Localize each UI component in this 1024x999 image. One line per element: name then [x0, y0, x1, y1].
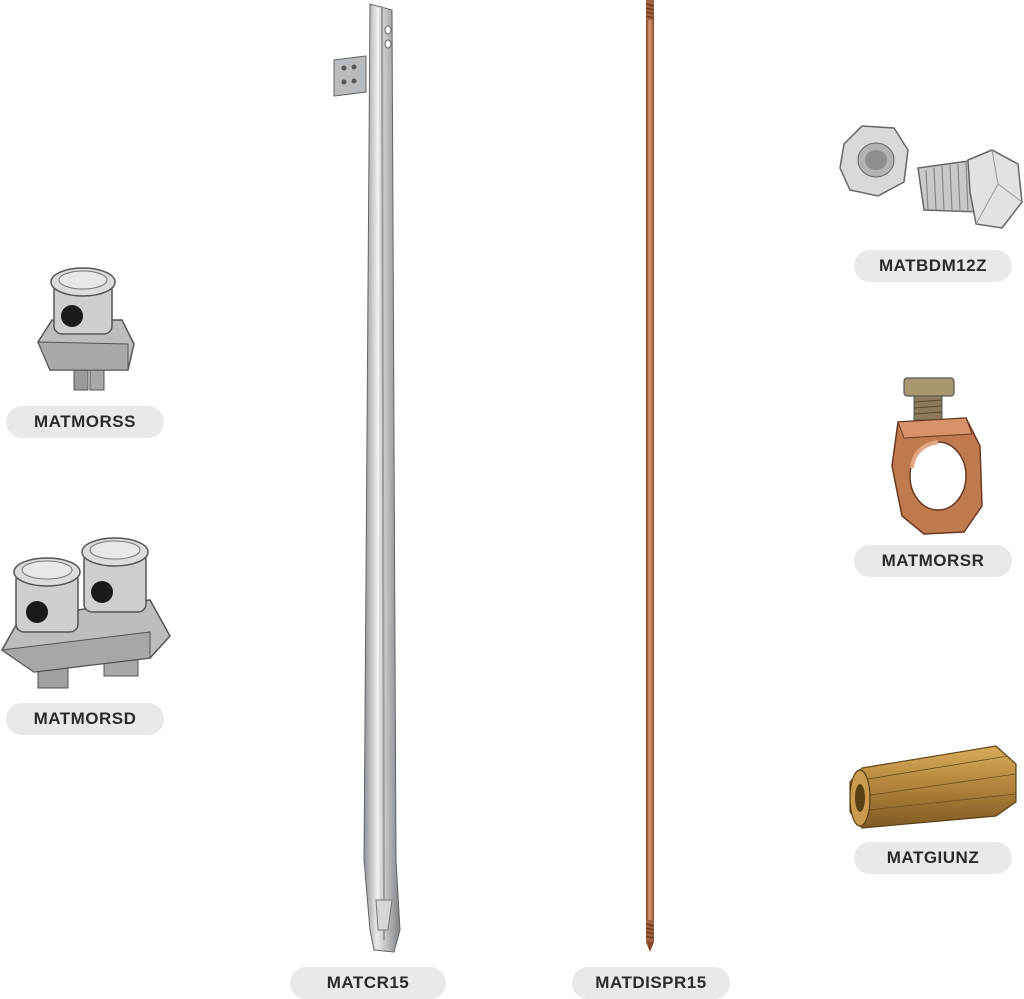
- product-label-matdispr15: MATDISPR15: [572, 967, 730, 999]
- product-label-matgiunz: MATGIUNZ: [854, 842, 1012, 874]
- product-matdispr15: [640, 0, 660, 952]
- product-label-matmorsr: MATMORSR: [854, 545, 1012, 577]
- bolt-and-nut-icon: [839, 125, 1023, 229]
- product-label-matmorsd: MATMORSD: [6, 703, 164, 735]
- product-matbdm12z: [838, 120, 1024, 240]
- product-matmorsr: [884, 376, 994, 536]
- product-label-matmorss: MATMORSS: [6, 406, 164, 438]
- product-matgiunz: [846, 744, 1018, 830]
- single-ground-clamp-icon: [37, 267, 135, 391]
- product-label-matbdm12z: MATBDM12Z: [854, 250, 1012, 282]
- copper-earth-rod-icon: [645, 0, 655, 952]
- steel-cross-earth-rod-icon: [333, 3, 401, 953]
- copper-rod-clamp-icon: [891, 377, 983, 535]
- product-matcr15: [330, 0, 410, 956]
- product-matmorss: [30, 260, 140, 391]
- hex-coupler-icon: [849, 745, 1017, 829]
- product-label-matcr15: MATCR15: [290, 967, 446, 999]
- double-ground-clamp-icon: [0, 537, 171, 689]
- product-matmorsd: [0, 537, 172, 690]
